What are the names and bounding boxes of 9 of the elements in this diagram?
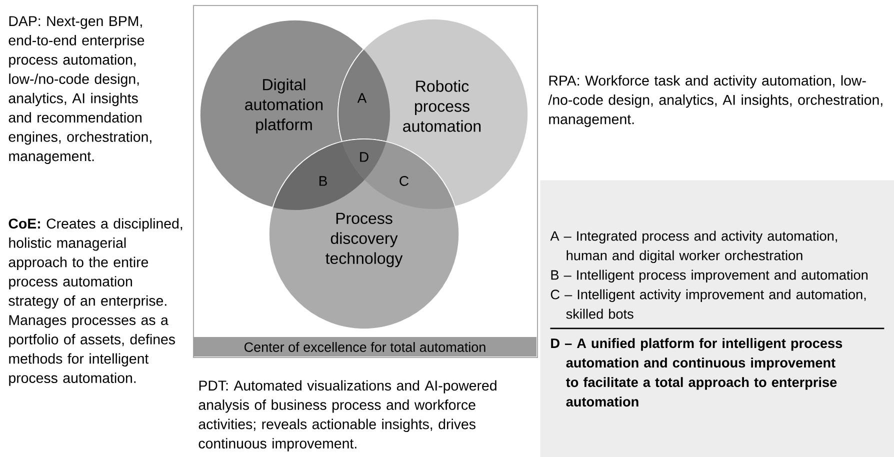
description-text: PDT: Automated visualizations and AI-powered analysis of business process and workforce activities; reveals actionable insights, drives continuous improvement. (198, 380, 496, 452)
region-letter: C (400, 176, 409, 186)
region-letter: B (319, 176, 327, 186)
legend-panel: A – Integrated process and activity automation, human and digital worker orchestration B – Intelligent process improvement and automation C – Intelligent activity improvement and automation, skilled bots D – A unified platform for intelligent process automation and continuous improvement to facilitate a total approach to enterprise automation (540, 180, 894, 457)
region-letter: D (360, 152, 368, 162)
description-text: CoE: Creates a disciplined, holistic managerial approach to the entire process automation strategy of an enterprise. Manages processes as a portfolio of assets, defines methods for intelligent process automation. (8, 218, 182, 386)
region-letter: A (357, 93, 367, 103)
description-text: RPA: Workforce task and activity automation, low-/no-code design, analytics, AI insights, orchestration, management. (548, 75, 882, 128)
description-text: DAP: Next-gen BPM, end-to-end enterprise process automation, low-/no-code design, analytics, AI insights and recommendation engines, orchestration, management. (8, 16, 152, 164)
